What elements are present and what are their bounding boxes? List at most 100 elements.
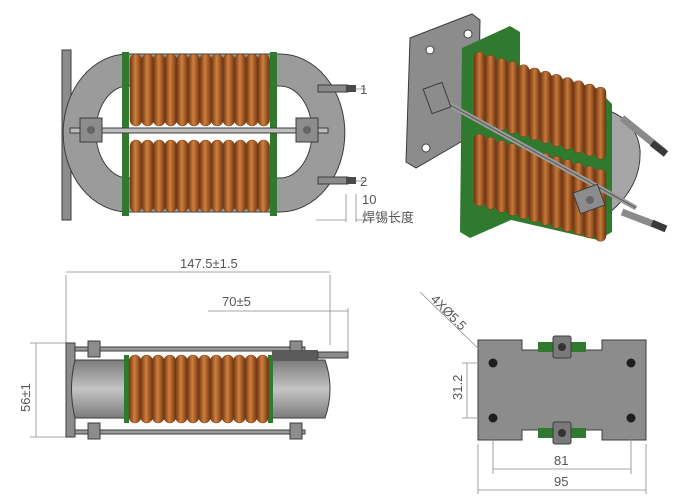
coil-turn <box>187 53 201 127</box>
coil-turn <box>209 354 223 424</box>
coil-turn <box>484 54 497 128</box>
coil-turn <box>141 139 154 213</box>
coil-turn <box>244 354 258 424</box>
coil-turn <box>484 136 497 210</box>
side-lead-tip <box>317 351 349 359</box>
coil-turn <box>583 83 596 157</box>
coil-turn <box>176 53 189 127</box>
coil-turn <box>175 354 188 424</box>
coil-turn <box>561 77 574 150</box>
top-view: 1 2 10 焊锡长度 <box>61 49 414 225</box>
coil-turn <box>186 354 200 424</box>
dim-overall-length: 147.5±1.5 <box>180 256 238 271</box>
coil-turn <box>506 143 519 216</box>
coil-turn <box>187 139 201 213</box>
nut-left <box>87 126 95 134</box>
coil-turn <box>163 354 177 424</box>
coil-turn <box>473 51 486 125</box>
coil-turn <box>164 53 178 127</box>
top-nut <box>558 343 566 351</box>
bobbin-left <box>122 52 129 216</box>
nut-right <box>303 126 311 134</box>
coil-turn <box>128 354 142 424</box>
coil-turn <box>141 53 154 127</box>
coil-turn <box>234 139 247 213</box>
coil-lower <box>129 139 270 213</box>
iso-coil <box>473 51 607 242</box>
coil-turn <box>152 53 166 127</box>
coil-turn <box>495 58 508 131</box>
bobbin-right <box>270 52 277 216</box>
lead-wire-1 <box>317 84 349 93</box>
side-rod-bottom <box>74 429 306 435</box>
side-bobbin-left <box>124 355 129 423</box>
isometric-view <box>405 13 669 242</box>
coil-turn <box>572 80 585 154</box>
dim-hole-vertical: 31.2 <box>450 375 465 400</box>
solder-length-label: 焊锡长度 <box>362 210 414 225</box>
dim-height: 56±1 <box>18 383 33 412</box>
coil-turn <box>245 139 259 213</box>
side-view: 147.5±1.5 70±5 56±1 <box>18 256 349 440</box>
coil-turn <box>256 354 269 424</box>
mounting-hole-2 <box>626 358 636 368</box>
coil-turn <box>222 139 236 213</box>
side-core-left <box>71 359 126 419</box>
coil-turn <box>539 70 552 144</box>
mounting-hole-1 <box>488 358 498 368</box>
mounting-hole-4 <box>626 413 636 423</box>
coil-turn <box>152 139 166 213</box>
coil-turn <box>221 354 235 424</box>
lead-tip-1 <box>346 85 356 92</box>
base-plate <box>477 339 647 441</box>
terminal-1-label: 1 <box>360 82 367 97</box>
mounting-hole-3 <box>488 413 498 423</box>
side-core-right <box>271 359 331 419</box>
coil-turn <box>234 53 247 127</box>
base-view: 4XØ5.5 31.2 81 95 <box>419 291 647 494</box>
coil-turn <box>257 139 270 213</box>
coil-turn <box>129 139 143 213</box>
coil-turn <box>539 152 552 226</box>
solder-length-value: 10 <box>362 192 376 207</box>
dim-hole-horizontal: 81 <box>554 453 568 468</box>
dim-hole-spec: 4XØ5.5 <box>428 292 470 334</box>
coil-turn <box>199 53 212 127</box>
coil-turn <box>528 67 541 141</box>
side-coil <box>128 354 269 424</box>
lead-tip-2 <box>346 177 356 184</box>
dim-base-width: 95 <box>554 474 568 489</box>
coil-turn <box>222 53 236 127</box>
coil-turn <box>210 139 224 213</box>
coil-turn <box>233 354 246 424</box>
coil-turn <box>594 86 607 160</box>
coil-turn <box>517 64 530 138</box>
coil-upper <box>129 53 270 127</box>
coil-turn <box>257 53 270 127</box>
iso-bracket-left <box>422 81 452 115</box>
coil-turn <box>495 140 508 213</box>
coil-turn <box>129 53 143 127</box>
coil-turn <box>199 139 212 213</box>
coil-turn <box>550 74 563 147</box>
terminal-2-label: 2 <box>360 174 367 189</box>
coil-turn <box>245 53 259 127</box>
coil-turn <box>198 354 211 424</box>
coil-turn <box>473 133 486 207</box>
side-lead-wire <box>272 350 318 360</box>
coil-turn <box>506 61 519 134</box>
coil-turn <box>210 53 224 127</box>
coil-turn <box>164 139 178 213</box>
coil-turn <box>151 354 165 424</box>
clamp-rod <box>69 127 329 134</box>
coil-turn <box>517 146 530 220</box>
side-rod-top <box>74 346 306 352</box>
coil-turn <box>176 139 189 213</box>
dim-lead-length: 70±5 <box>222 294 251 309</box>
coil-turn <box>140 354 153 424</box>
coil-turn <box>528 149 541 223</box>
hole-leader <box>419 291 489 359</box>
bottom-nut <box>558 429 566 437</box>
side-bobbin-right <box>268 355 273 423</box>
